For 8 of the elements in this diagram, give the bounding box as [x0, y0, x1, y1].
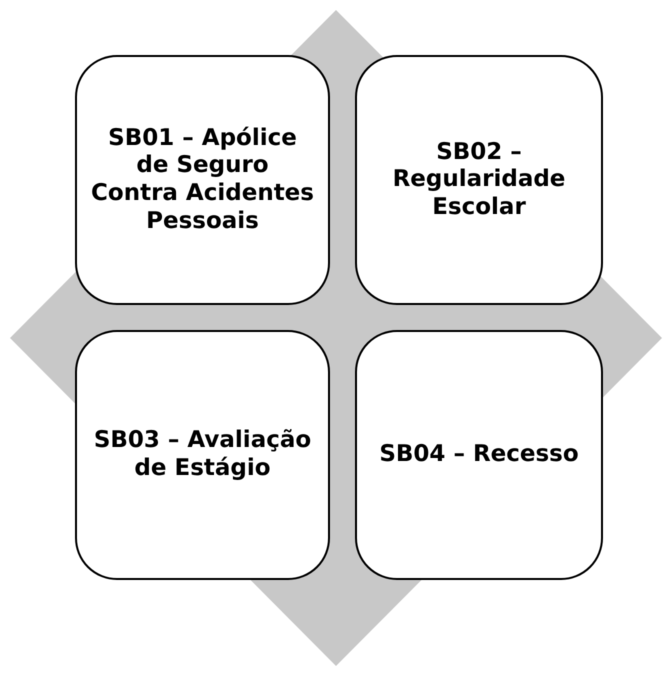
rounded-box — [355, 330, 603, 580]
rounded-box — [75, 55, 330, 305]
box-title: SB02 – Regularidade Escolar — [392, 138, 566, 222]
box-title: SB04 – Recesso — [379, 441, 579, 469]
rounded-box — [75, 330, 330, 580]
box-title: SB01 – Apólice de Seguro Contra Acidentes Pessoais — [91, 124, 314, 236]
rounded-box — [355, 55, 603, 305]
box-title: SB03 – Avaliação de Estágio — [92, 427, 312, 483]
